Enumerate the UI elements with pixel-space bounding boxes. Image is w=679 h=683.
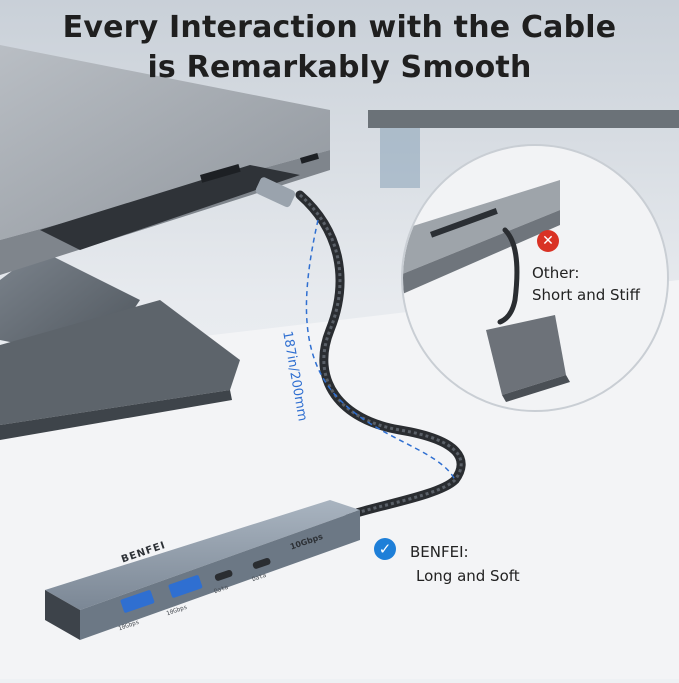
callout-benfei: BENFEI: Long and Soft <box>400 540 520 588</box>
cable-plug-laptop <box>255 177 296 208</box>
laptop-usbc-port <box>300 153 319 164</box>
usb-c-port-2 <box>252 557 271 569</box>
check-icon: ✓ <box>374 538 396 560</box>
inset-other-hub <box>486 315 566 395</box>
inset-laptop <box>403 180 560 275</box>
usb-c-port-1 <box>214 569 233 581</box>
usb-a-port-1 <box>120 590 155 613</box>
laptop-stand-base <box>0 300 240 425</box>
x-mark-icon: ✕ <box>537 230 559 252</box>
callout-benfei-title: BENFEI: <box>410 543 469 561</box>
usb-hub-top <box>45 500 360 610</box>
headline-line-1: Every Interaction with the Cable <box>62 10 617 45</box>
usb-hub-end <box>45 590 80 640</box>
headline: Every Interaction with the Cable is Rema… <box>0 8 679 88</box>
callout-other-title: Other: <box>532 264 580 282</box>
window-glass <box>380 128 420 188</box>
inset-short-cable <box>497 227 520 325</box>
laptop-body <box>0 45 330 240</box>
laptop-keyboard <box>40 165 300 250</box>
callout-other: Other: Short and Stiff <box>532 262 640 306</box>
callout-benfei-desc: Long and Soft <box>416 567 520 585</box>
laptop-port-slot <box>200 163 241 183</box>
callout-other-desc: Short and Stiff <box>532 286 640 304</box>
window-frame <box>368 110 679 128</box>
cable-length-guide <box>305 219 456 481</box>
usb-a-port-2 <box>168 575 203 598</box>
headline-line-2: is Remarkably Smooth <box>147 50 532 85</box>
